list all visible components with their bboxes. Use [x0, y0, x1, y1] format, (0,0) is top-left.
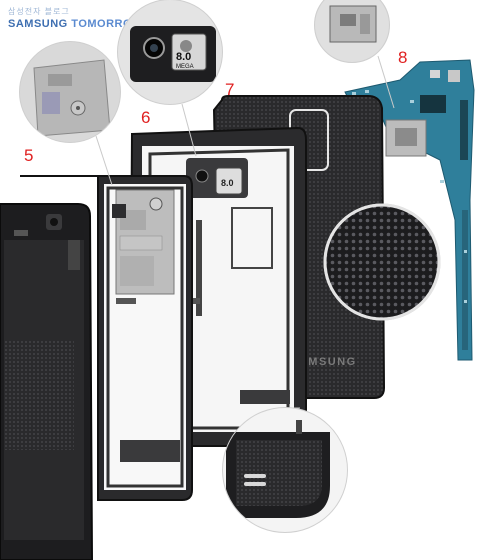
camera-badge-unit: MEGA [176, 64, 194, 70]
watermark-korean: 삼성전자 블로그 [8, 7, 70, 16]
main-frame [20, 175, 193, 501]
circuit-board [344, 59, 475, 361]
part-label-6: 6 [141, 108, 151, 127]
zoom-bottom-corner [222, 407, 348, 533]
part-label-7: 7 [225, 80, 235, 99]
zoom-camera: 8.0 MEGA [117, 0, 223, 157]
camera-badge-value: 8.0 [176, 51, 191, 63]
camera-badge-value-small: 8.0 [221, 178, 234, 188]
zoom-sim-slot [314, 0, 395, 109]
zoom-shield-plate [19, 41, 121, 186]
part-label-8: 8 [398, 48, 408, 67]
part-label-5: 5 [24, 146, 34, 165]
front-frame [0, 203, 94, 560]
zoom-back-texture [323, 203, 441, 321]
